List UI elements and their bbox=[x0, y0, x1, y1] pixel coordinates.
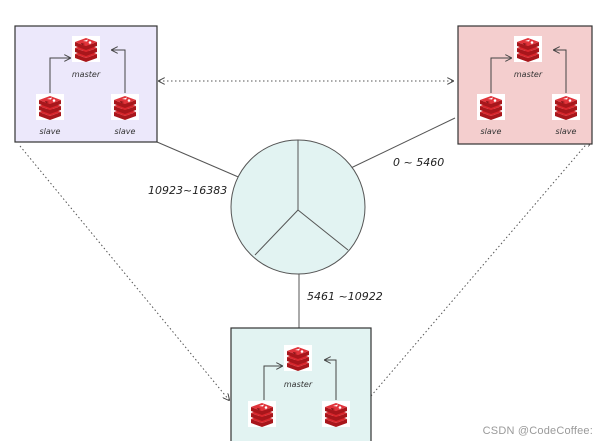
cluster-top-left: master slave slave bbox=[14, 25, 158, 143]
hash-slot-ring bbox=[230, 139, 366, 275]
replication-arrow-left bbox=[263, 366, 282, 400]
dotted-link-left bbox=[19, 145, 229, 400]
replication-arrow-right bbox=[112, 50, 126, 93]
replication-arrow-right bbox=[554, 50, 567, 93]
cluster-bottom: master bbox=[230, 327, 372, 441]
watermark: CSDN @CodeCoffee: bbox=[482, 425, 593, 437]
slave-label: slave bbox=[40, 127, 61, 136]
redis-master-icon bbox=[284, 345, 312, 371]
replication-arrow-left bbox=[49, 58, 70, 93]
cluster-top-right: master slave slave bbox=[457, 25, 593, 145]
redis-slave-icon bbox=[477, 94, 505, 120]
redis-slave-icon bbox=[552, 94, 580, 120]
slave-label: slave bbox=[481, 127, 502, 136]
redis-slave-icon bbox=[111, 94, 139, 120]
ring-divider-right bbox=[297, 209, 349, 251]
master-label: master bbox=[284, 380, 313, 389]
slot-range-left: 10923~16383 bbox=[148, 184, 227, 197]
redis-slave-icon bbox=[322, 401, 350, 427]
slot-range-right: 0 ~ 5460 bbox=[393, 156, 444, 169]
slot-range-bottom: 5461 ~10922 bbox=[307, 290, 383, 303]
replication-arrow-left bbox=[490, 58, 511, 93]
replication-arrow-right bbox=[325, 360, 337, 400]
redis-master-icon bbox=[514, 36, 542, 62]
slave-label: slave bbox=[556, 127, 577, 136]
master-label: master bbox=[514, 70, 543, 79]
dotted-link-right bbox=[370, 140, 590, 397]
redis-slave-icon bbox=[36, 94, 64, 120]
redis-slave-icon bbox=[248, 401, 276, 427]
connector-left bbox=[156, 141, 251, 183]
ring-divider-left bbox=[254, 209, 299, 256]
redis-master-icon bbox=[72, 36, 100, 62]
master-label: master bbox=[72, 70, 101, 79]
slave-label: slave bbox=[115, 127, 136, 136]
